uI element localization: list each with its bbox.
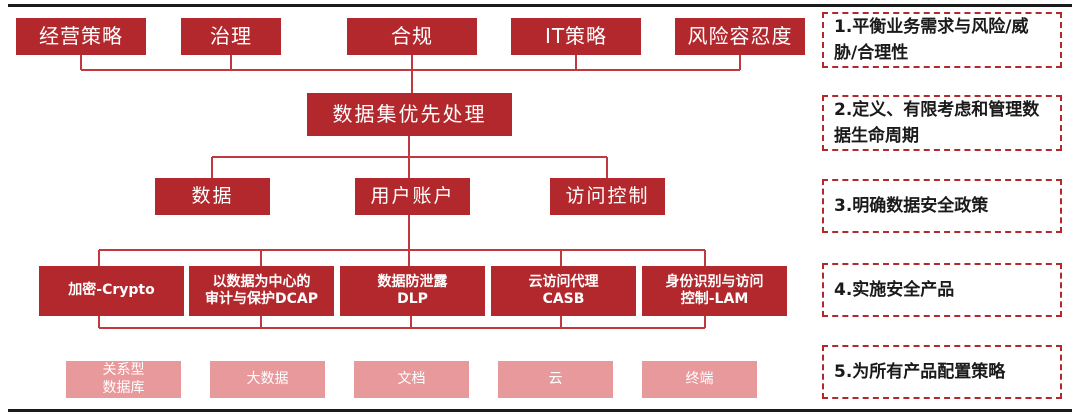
- level3-item: 数据: [155, 178, 270, 215]
- level5-item: 关系型 数据库: [66, 361, 181, 398]
- level4-item: 数据防泄露 DLP: [340, 266, 485, 316]
- level5-item: 大数据: [210, 361, 325, 398]
- step-note: 5.为所有产品配置策略: [822, 345, 1062, 399]
- step-note: 1.平衡业务需求与风险/威胁/合理性: [822, 12, 1062, 68]
- level1-item: 合规: [347, 18, 477, 55]
- step-note-text: 5.为所有产品配置策略: [834, 361, 1006, 382]
- level4-item: 加密-Crypto: [39, 266, 184, 316]
- level1-item: 经营策略: [16, 18, 146, 55]
- step-note-text: 2.定义、有限考虑和管理数据生命周期: [834, 99, 1040, 146]
- step-note: 3.明确数据安全政策: [822, 179, 1062, 233]
- step-note-text: 1.平衡业务需求与风险/威胁/合理性: [834, 16, 1029, 63]
- step-note: 2.定义、有限考虑和管理数据生命周期: [822, 95, 1062, 151]
- bottom-rule: [8, 409, 1072, 412]
- step-note: 4.实施安全产品: [822, 263, 1062, 317]
- level3-item: 用户账户: [355, 178, 470, 215]
- level5-item: 文档: [354, 361, 469, 398]
- level3-item: 访问控制: [550, 178, 665, 215]
- level1-item: IT策略: [511, 18, 641, 55]
- top-rule: [8, 4, 1072, 7]
- level5-item: 终端: [642, 361, 757, 398]
- level4-item: 身份识别与访问 控制-LAM: [642, 266, 787, 316]
- level1-item: 治理: [181, 18, 281, 55]
- level2-item: 数据集优先处理: [307, 93, 512, 136]
- level4-item: 云访问代理 CASB: [491, 266, 636, 316]
- step-note-text: 3.明确数据安全政策: [834, 195, 989, 216]
- level1-item: 风险容忍度: [675, 18, 805, 55]
- level5-item: 云: [498, 361, 613, 398]
- level4-item: 以数据为中心的 审计与保护DCAP: [189, 266, 334, 316]
- step-note-text: 4.实施安全产品: [834, 279, 955, 300]
